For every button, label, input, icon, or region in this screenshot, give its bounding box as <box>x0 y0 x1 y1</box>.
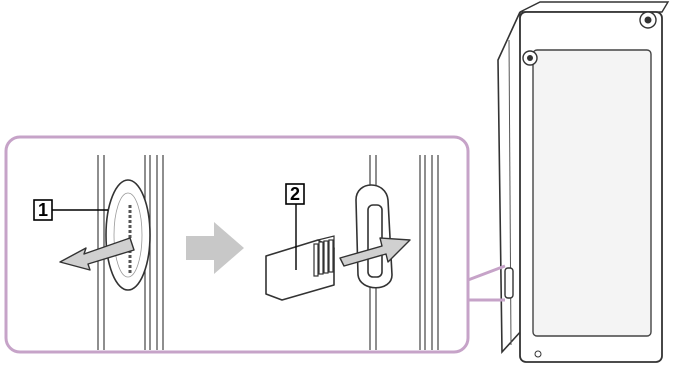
slot-cover <box>105 179 151 291</box>
step1-label: 1 <box>38 200 48 220</box>
left-pull-arrow-icon <box>59 237 135 271</box>
right-arrow-icon <box>186 222 244 274</box>
walkman-device <box>497 1 670 363</box>
step2-label-box <box>285 183 305 205</box>
contact-pin <box>323 240 329 274</box>
device-screen <box>532 49 652 337</box>
card-slot-opening <box>367 204 383 278</box>
callout-frame <box>4 135 470 354</box>
headphone-jack-left-inner <box>527 55 533 61</box>
callout-connector <box>467 264 506 282</box>
slot-cover-inner <box>113 192 143 278</box>
right-push-arrow-icon <box>339 237 411 267</box>
contact-pin <box>313 243 319 277</box>
device-card-slot <box>504 267 514 299</box>
step2-panel: 2 <box>265 155 439 350</box>
step2-label: 2 <box>290 184 300 204</box>
contact-pin <box>328 239 334 273</box>
contact-pin <box>318 241 324 275</box>
detail-callout <box>4 135 506 354</box>
device-top-surface <box>519 1 670 13</box>
device-bottom-button <box>534 350 542 358</box>
step1-panel: 1 <box>33 155 164 350</box>
microsd-card-icon <box>265 235 335 301</box>
headphone-jack-right-inner <box>644 16 652 24</box>
card-contacts <box>313 239 334 277</box>
